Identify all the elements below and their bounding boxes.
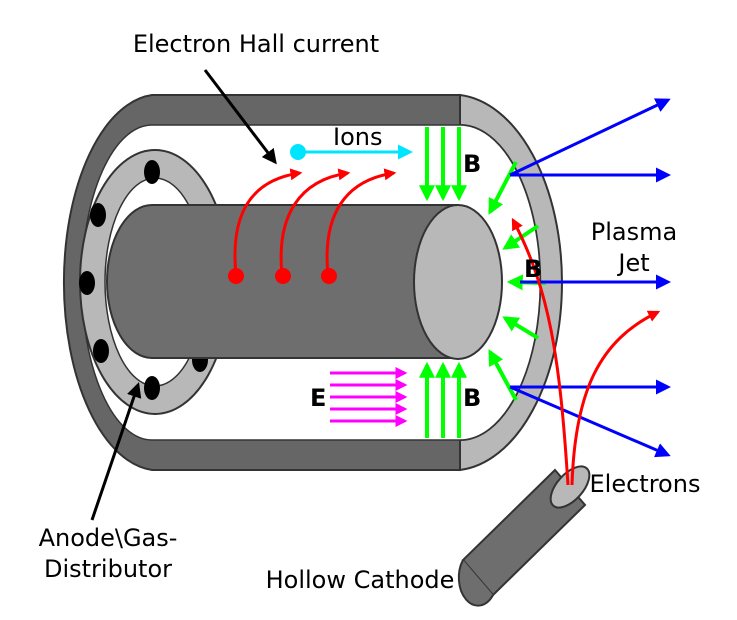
hall-current-label: Electron Hall current	[133, 30, 379, 58]
magnetic-field-top	[419, 127, 467, 202]
ion-dot	[290, 144, 306, 160]
electron-back-stream	[511, 217, 570, 486]
electron-trajectory	[325, 168, 397, 276]
electron-trajectory	[233, 168, 303, 276]
plasma-jet-label-line1: Plasma	[591, 218, 677, 246]
electron-trajectory	[279, 168, 351, 276]
gas-hole	[79, 271, 95, 295]
electric-field	[330, 367, 408, 427]
magnetic-field-bottom	[419, 361, 467, 438]
anode-label-line2: Distributor	[44, 555, 172, 583]
magnetic-field-label-top: B	[463, 150, 481, 178]
electrons-label: Electrons	[590, 470, 701, 498]
hall-current-electrons	[233, 168, 397, 276]
electric-field-label: E	[310, 384, 326, 412]
hollow-cathode	[457, 465, 591, 607]
electron-dot	[321, 268, 337, 284]
gas-hole	[90, 203, 106, 227]
gas-hole	[144, 160, 160, 184]
ion-arrow	[290, 144, 413, 160]
anode-pointer	[90, 382, 142, 521]
cathode-electrons	[511, 217, 661, 486]
hollow-cathode-label: Hollow Cathode	[266, 566, 455, 594]
gas-hole	[93, 339, 109, 363]
core-end-face	[413, 204, 503, 360]
plasma-jet-label-line2: Jet	[616, 249, 649, 277]
electron-forward-stream	[570, 310, 661, 486]
inner-core	[106, 204, 503, 360]
magnetic-field-label-bottom: B	[463, 384, 481, 412]
cathode-tip	[549, 465, 591, 509]
electron-dot	[275, 268, 291, 284]
ions-label: Ions	[333, 123, 382, 151]
gas-hole	[144, 376, 160, 400]
plasma-jet	[509, 98, 671, 458]
magnetic-field-label-mid: B	[524, 255, 542, 283]
electron-dot	[228, 268, 244, 284]
hall-current-pointer	[203, 69, 277, 165]
anode-label-line1: Anode\Gas-	[39, 524, 178, 552]
